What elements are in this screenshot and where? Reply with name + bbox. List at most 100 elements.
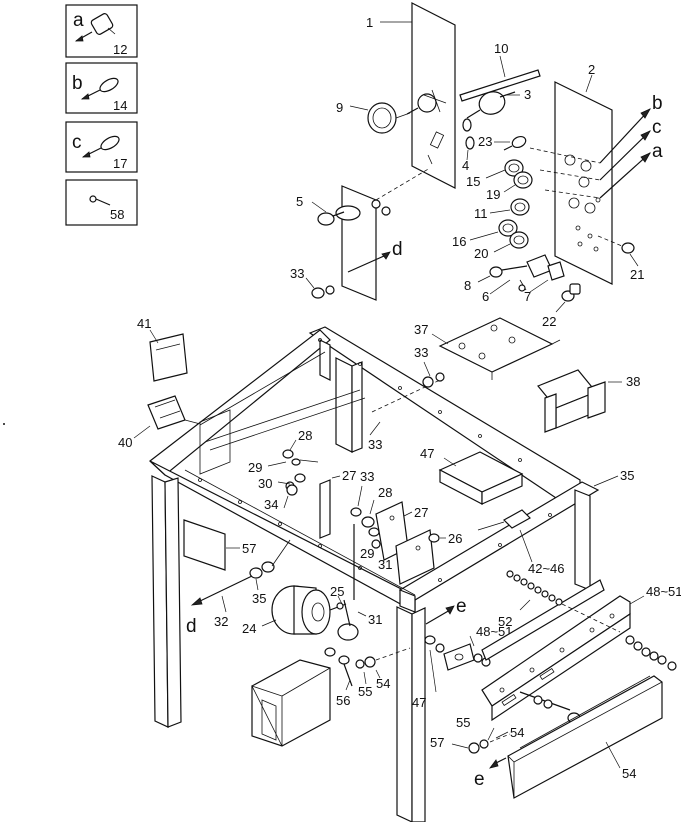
stud-31-icon	[190, 539, 291, 606]
callout-53: 54	[510, 725, 524, 740]
box-36-icon	[537, 369, 606, 433]
callout-40: 47	[420, 446, 434, 461]
ref-d-bottom: d	[186, 616, 197, 637]
callout-15: 16	[452, 234, 466, 249]
inset-c-part: 17	[113, 156, 127, 171]
bracket-47	[424, 635, 491, 671]
callout-29-right: 31	[378, 557, 392, 572]
connector-icon	[74, 13, 116, 42]
stud-d-icon	[347, 251, 391, 273]
plate-35	[438, 317, 561, 380]
callout-48-51: 52	[498, 614, 512, 629]
bushing-20-icon	[561, 283, 581, 302]
bolt-33-icon	[286, 484, 298, 496]
callout-3: 3	[524, 87, 531, 102]
washer-stack-icon	[350, 507, 381, 600]
bolt-group-icon	[324, 647, 411, 687]
key-switch-5-icon	[317, 199, 391, 226]
callout-19: 21	[630, 267, 644, 282]
bracket-25	[375, 501, 435, 585]
bracket-5	[341, 167, 431, 301]
callout-52: 54	[622, 766, 636, 781]
callout-33-mid: 33	[414, 345, 428, 360]
callout-33-low: 35	[252, 591, 266, 606]
callout-36: 38	[626, 374, 640, 389]
callout-22: 24	[242, 621, 256, 636]
key-switch-icon	[406, 89, 447, 115]
lever-rod-icon	[459, 69, 541, 102]
plug-icon	[81, 135, 120, 158]
ref-a: a	[652, 141, 663, 162]
ref-e-bottom: e	[474, 769, 485, 790]
ref-e-bottom-arrow	[489, 757, 507, 769]
callout-41: 48~51	[646, 584, 681, 599]
bolt-33-icon	[311, 285, 335, 299]
inset-c: c 17	[65, 121, 138, 173]
plate-59	[183, 519, 226, 571]
callout-18: 20	[474, 246, 488, 261]
callout-56: 55	[358, 684, 372, 699]
callout-23: 25	[330, 584, 344, 599]
plug-icon	[80, 77, 119, 100]
ref-c: c	[652, 117, 662, 138]
plug-21-icon	[503, 135, 527, 151]
callout-20: 22	[542, 314, 556, 329]
inset-a-part: 12	[113, 42, 127, 57]
connector-39-icon	[477, 509, 531, 531]
bolt-53-icon	[468, 733, 511, 754]
callout-55: 57	[430, 735, 444, 750]
callout-11: 11	[474, 206, 488, 221]
callout-39: 42~46	[528, 561, 565, 576]
lamp-icon	[462, 118, 475, 150]
callout-25: 27	[414, 505, 428, 520]
bracket-26	[319, 479, 331, 539]
cover-38-icon	[149, 333, 188, 382]
ring-nut-icon	[504, 159, 533, 189]
callout-42-46: 47	[412, 695, 426, 710]
control-plate-1	[406, 2, 456, 189]
inset-b-part: 14	[113, 98, 127, 113]
callout-37: 40	[118, 435, 132, 450]
callout-31: 32	[214, 614, 228, 629]
callout-38: 41	[137, 316, 151, 331]
callout-16: 19	[486, 187, 500, 202]
callout-47: 48~51	[476, 624, 513, 639]
callout-32: 33	[368, 437, 382, 452]
callout-2: 2	[588, 62, 595, 77]
relay-icon	[489, 254, 565, 292]
nut-19-icon	[597, 235, 635, 254]
callout-29-left: 30	[258, 476, 272, 491]
motor-22-icon	[271, 585, 347, 635]
callout-54-low: 54	[376, 676, 390, 691]
ref-b: b	[652, 93, 663, 114]
callout-33-frame: 34	[264, 497, 278, 512]
callout-28-left: 29	[248, 460, 262, 475]
ref-e-top: e	[456, 596, 467, 617]
callout-27-right: 28	[378, 485, 392, 500]
main-frame	[149, 326, 600, 822]
rail-41	[481, 579, 631, 722]
callout-7: 7	[524, 289, 531, 304]
inset-screw-part: 58	[110, 207, 124, 222]
callout-10: 10	[494, 41, 508, 56]
callout-4: 4	[462, 158, 469, 173]
ring-nut-icon	[498, 219, 529, 249]
callout-28-right: 29	[360, 546, 374, 561]
callout-59: 57	[242, 541, 256, 556]
gauge-icon	[367, 102, 411, 134]
callout-13: 15	[466, 174, 480, 189]
shaft-icon	[519, 691, 581, 724]
callout-33-center: 33	[360, 469, 374, 484]
screw-icon	[89, 195, 111, 206]
ref-e-top-arrow	[425, 605, 455, 625]
washer-row-right	[625, 635, 677, 671]
callout-57: 56	[336, 693, 350, 708]
relay-37-icon	[147, 395, 209, 430]
callout-35: 37	[414, 322, 428, 337]
coupling-23-icon	[336, 599, 359, 641]
callout-8: 8	[464, 278, 471, 293]
bolt-33-icon	[422, 372, 445, 388]
speck	[3, 423, 5, 425]
inset-a: a 12	[65, 4, 138, 58]
